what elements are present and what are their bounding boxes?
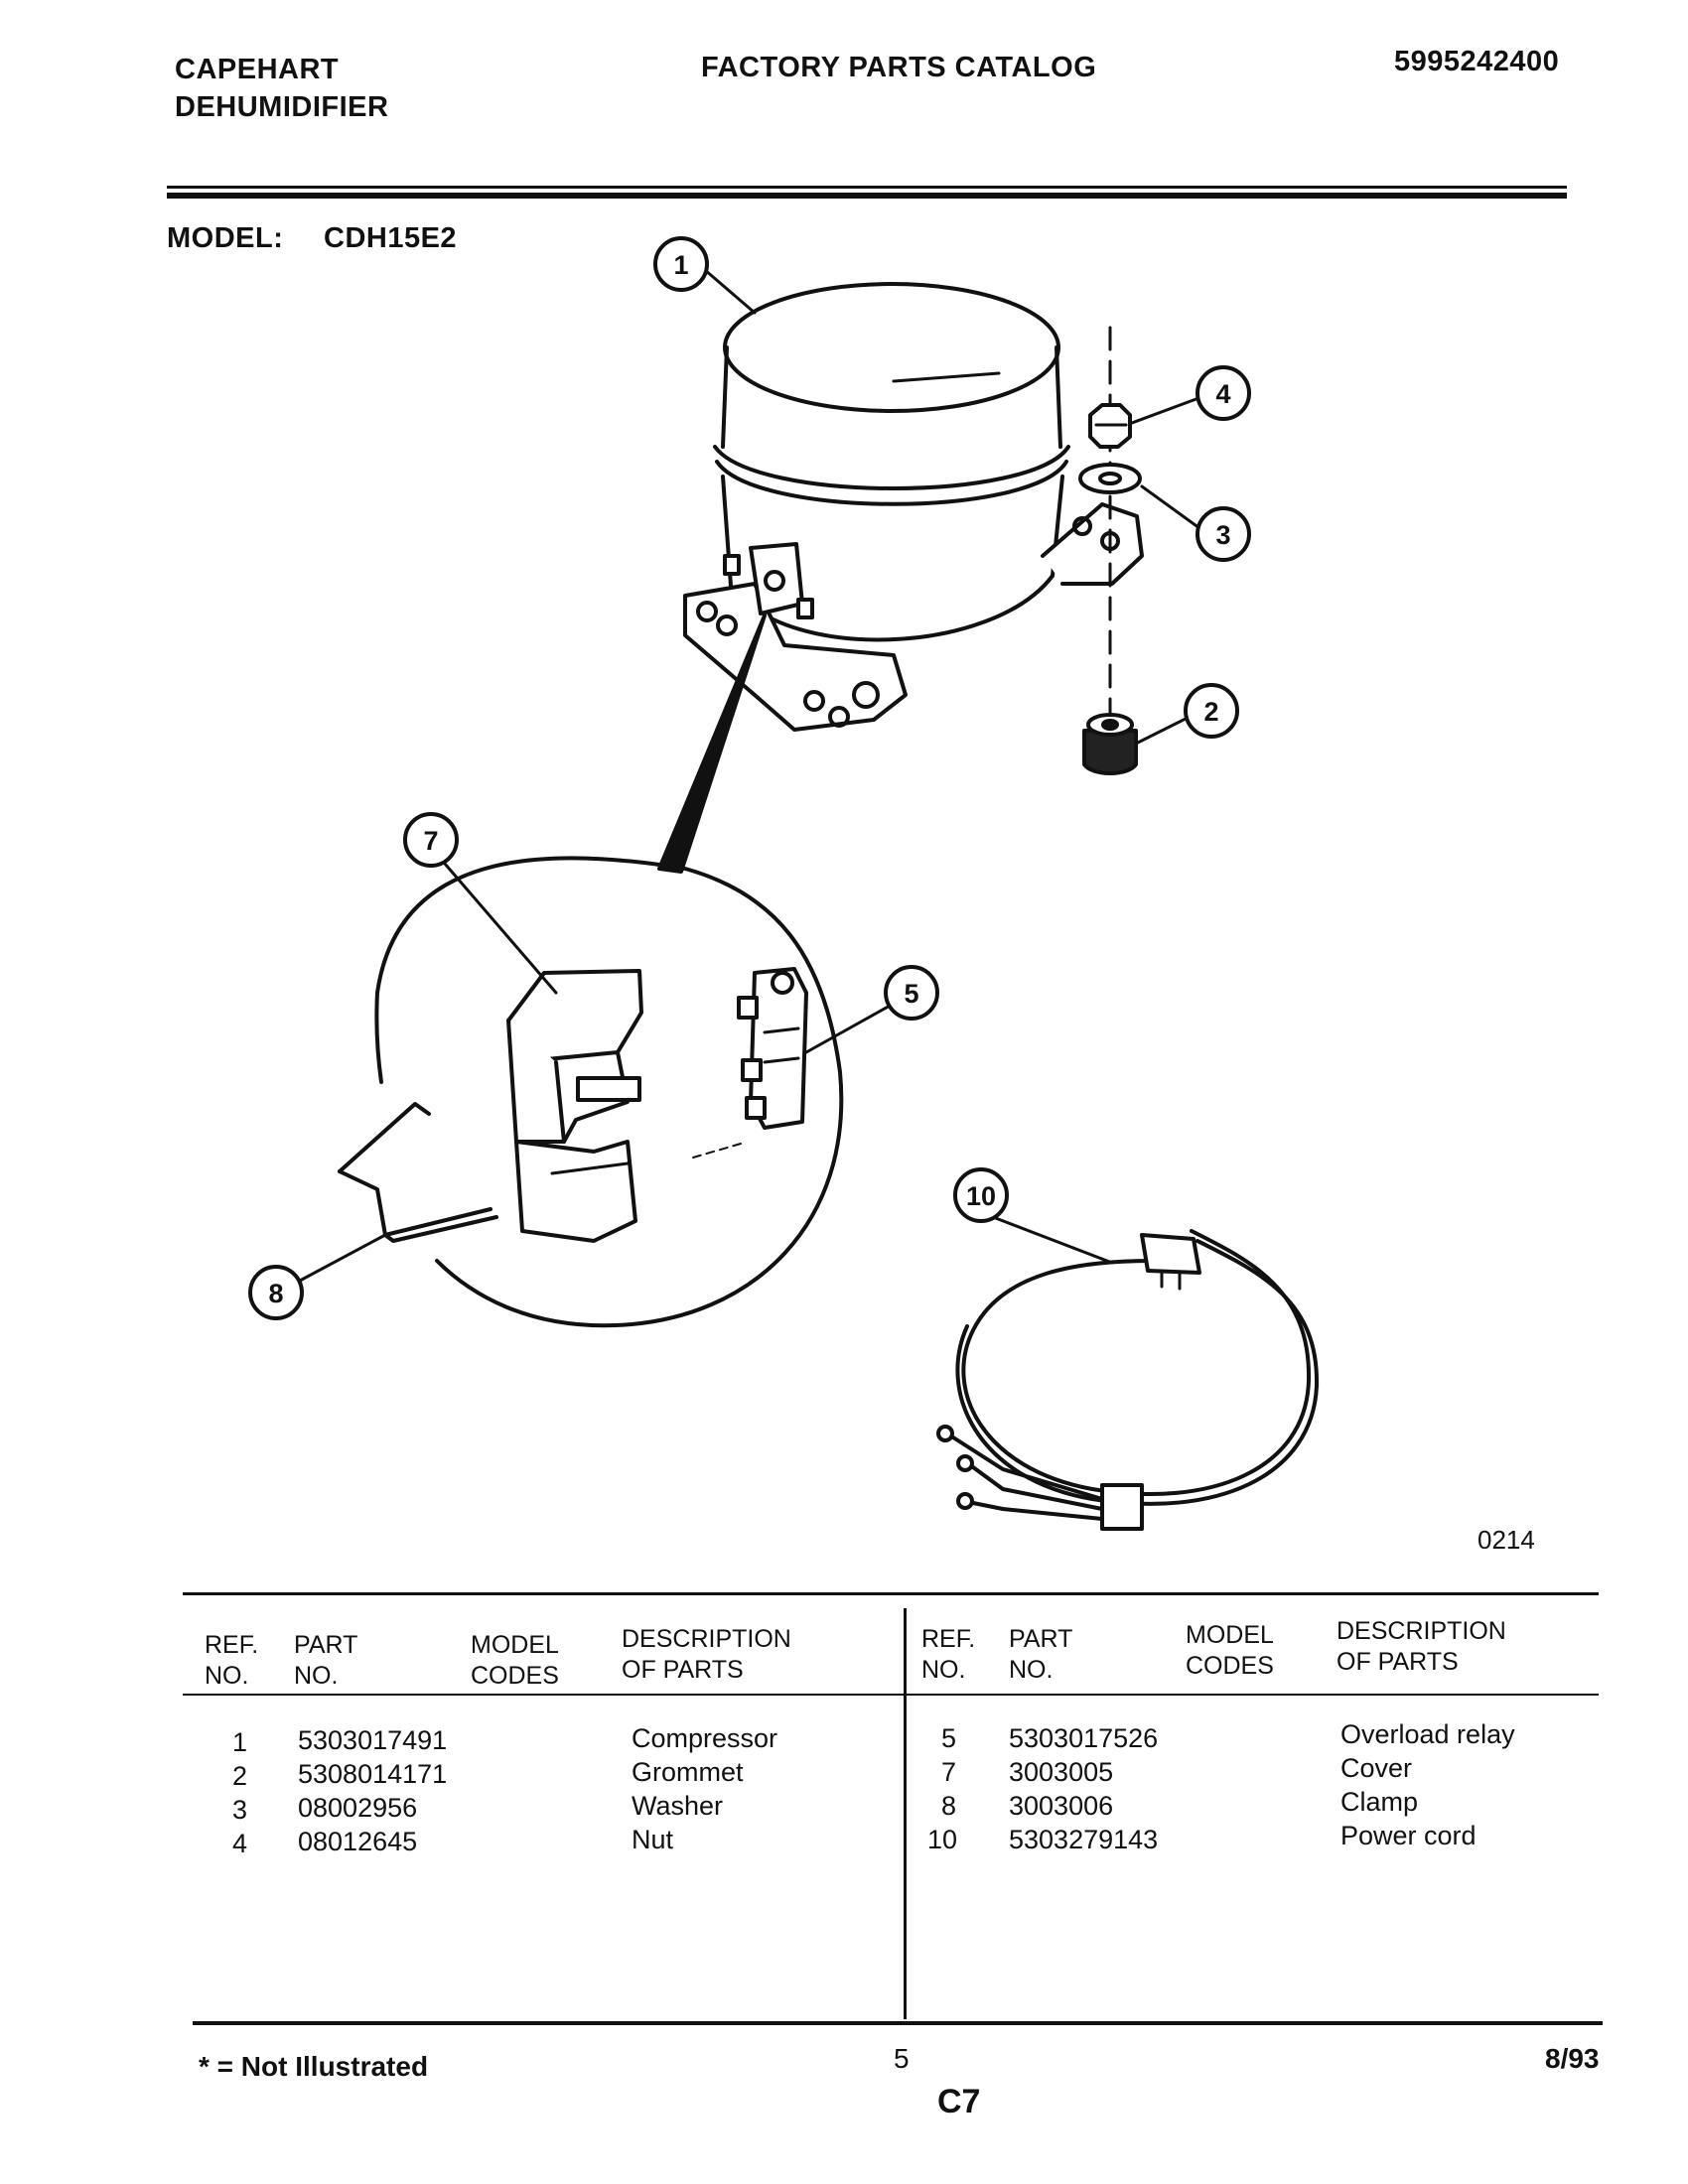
grommet-drawing — [1082, 713, 1138, 775]
callout-bubble-2 — [1184, 683, 1239, 739]
callout-bubble-3 — [1196, 506, 1251, 562]
description: Power cord — [1340, 1821, 1477, 1850]
exploded-view-diagram: 1 2 3 4 5 7 8 10 0214 — [248, 236, 1535, 1549]
description: Grommet — [632, 1757, 744, 1787]
callout-bubble-10 — [953, 1167, 1009, 1223]
model-value: CDH15E2 — [324, 222, 458, 254]
ref-no: 4 — [232, 1829, 248, 1858]
brand-name: CAPEHART — [175, 54, 340, 85]
callout-5: 5 — [904, 979, 918, 1009]
table-bottom-rule — [193, 2021, 1603, 2025]
catalog-number: 5995242400 — [1394, 46, 1560, 77]
description: Compressor — [632, 1723, 778, 1753]
washer-drawing — [1078, 463, 1142, 494]
ref-no: 2 — [232, 1761, 248, 1791]
callout-2: 2 — [1203, 697, 1218, 727]
part-no: 3003005 — [1009, 1757, 1114, 1787]
part-no: 08002956 — [298, 1793, 418, 1823]
overload-relay-drawing — [737, 967, 808, 1130]
ref-no: 3 — [232, 1795, 248, 1825]
catalog-title: FACTORY PARTS CATALOG — [701, 52, 1097, 83]
callout-bubble-7 — [403, 812, 459, 868]
callout-10: 10 — [966, 1181, 996, 1211]
page-number: 5 — [894, 2043, 910, 2074]
ref-no: 10 — [927, 1825, 958, 1854]
callout-bubble-5 — [884, 965, 939, 1021]
nut-drawing — [1088, 403, 1132, 449]
callout-3: 3 — [1215, 520, 1230, 550]
table-top-rule — [183, 1592, 1599, 1595]
callout-bubble-8 — [248, 1265, 304, 1320]
description: Nut — [632, 1825, 674, 1854]
section-code: C7 — [937, 2083, 981, 2120]
part-no: 5303017526 — [1009, 1723, 1159, 1753]
ref-no: 8 — [941, 1791, 957, 1821]
table-header-rule — [183, 1694, 1599, 1696]
description: Overload relay — [1340, 1719, 1515, 1749]
part-no: 5303017491 — [298, 1725, 448, 1755]
cover-drawing — [506, 969, 643, 1243]
callout-8: 8 — [268, 1279, 283, 1308]
callout-4: 4 — [1215, 379, 1230, 409]
part-no: 08012645 — [298, 1827, 418, 1856]
part-no: 5303279143 — [1009, 1825, 1159, 1854]
header-rule-thick — [167, 193, 1567, 199]
power-cord-drawing — [936, 1229, 1320, 1531]
header-rule-thin — [167, 186, 1567, 189]
part-no: 5308014171 — [298, 1759, 448, 1789]
callout-1: 1 — [673, 250, 688, 280]
header-ref-no: REF.NO. — [205, 1631, 259, 1690]
callout-7: 7 — [423, 826, 438, 856]
description: Cover — [1340, 1753, 1413, 1783]
header-ref-no-right: REF.NO. — [921, 1625, 976, 1684]
part-no: 3003006 — [1009, 1791, 1114, 1821]
ref-no: 5 — [941, 1723, 957, 1753]
description: Washer — [632, 1791, 724, 1821]
callout-bubble-1 — [653, 236, 709, 292]
model-label: MODEL: — [167, 222, 284, 254]
product-name: DEHUMIDIFIER — [175, 91, 389, 123]
table-column-divider — [904, 1608, 907, 2019]
clamp-drawing — [338, 1102, 498, 1243]
callout-bubble-4 — [1196, 365, 1251, 421]
figure-code: 0214 — [1477, 1525, 1535, 1549]
compressor-drawing — [683, 282, 1144, 732]
description: Clamp — [1340, 1787, 1419, 1817]
ref-no: 7 — [941, 1757, 957, 1787]
not-illustrated-note: * = Not Illustrated — [199, 2051, 429, 2082]
revision-date: 8/93 — [1545, 2043, 1600, 2074]
ref-no: 1 — [232, 1727, 248, 1757]
